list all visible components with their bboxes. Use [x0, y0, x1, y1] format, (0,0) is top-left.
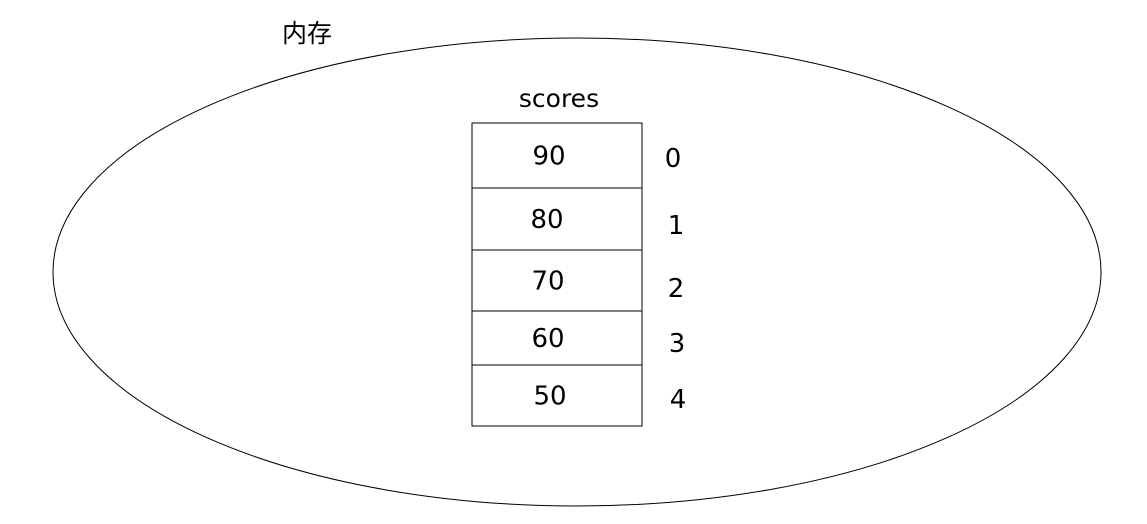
array-index-label: 4 [670, 385, 687, 415]
memory-label: 内存 [282, 19, 332, 48]
array-index-label: 1 [668, 211, 685, 241]
memory-region-ellipse [52, 37, 1102, 507]
array-cell-box [471, 364, 643, 427]
array-index-label: 2 [668, 274, 685, 304]
array-index-label: 3 [669, 329, 686, 359]
array-index-label: 0 [665, 144, 682, 174]
array-indices: 0 1 2 3 4 [665, 144, 687, 415]
array-cell-value: 70 [531, 267, 564, 297]
array-cells: 90 80 70 60 50 [471, 122, 643, 427]
array-cell-value: 60 [531, 324, 564, 354]
array-name: scores [519, 84, 599, 113]
array-cell-value: 80 [530, 205, 563, 235]
array-cell-value: 90 [532, 142, 565, 172]
array-cell-value: 50 [533, 382, 566, 412]
